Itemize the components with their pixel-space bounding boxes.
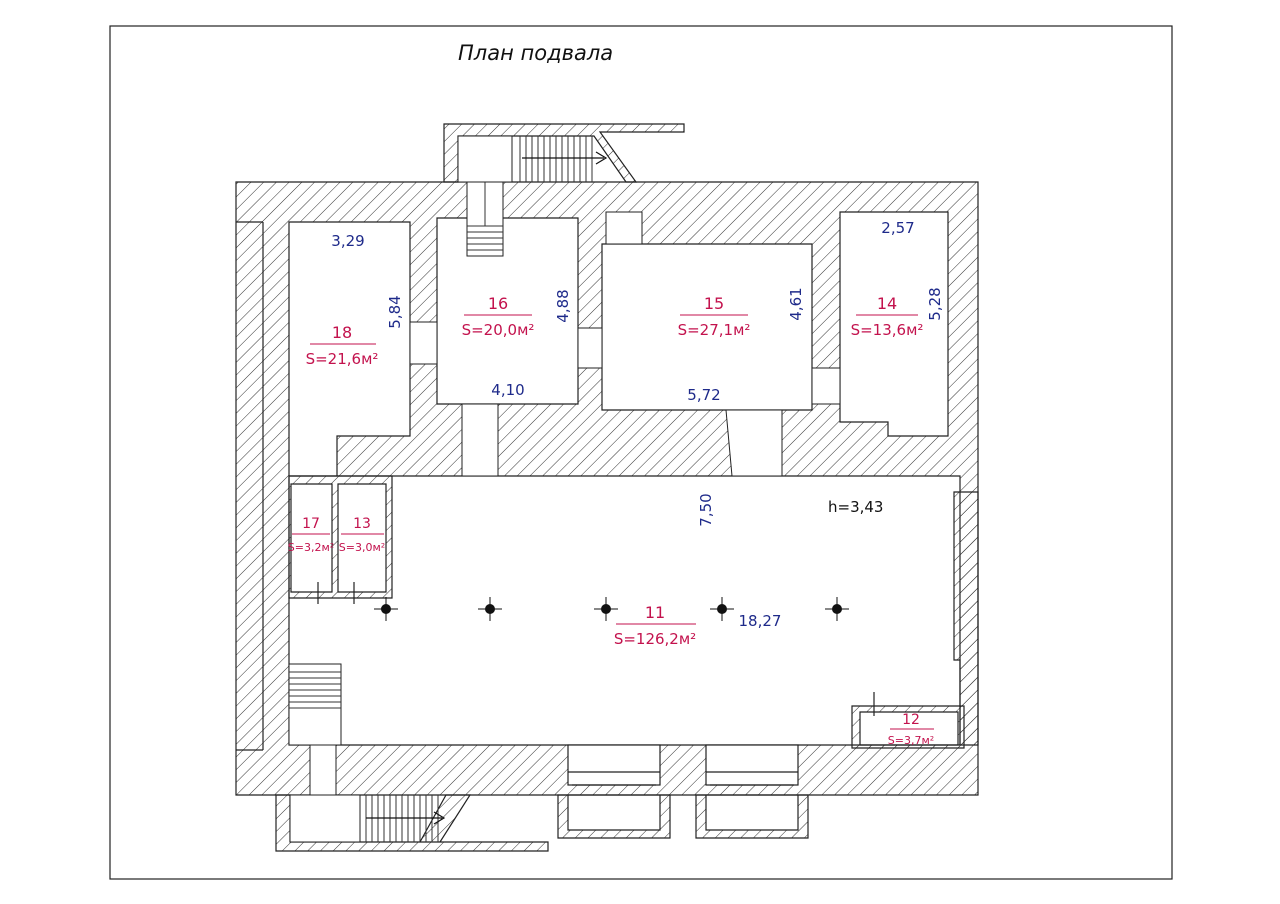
column: [825, 597, 849, 621]
room-17-door-marks: [317, 582, 355, 604]
room-label-15: 15 S=27,1м²: [678, 294, 751, 339]
column: [478, 597, 502, 621]
room-area: S=3,7м²: [888, 734, 934, 747]
room-label-17: 17 S=3,2м²: [288, 516, 334, 554]
inner-stair-bottom-left: [288, 663, 342, 746]
room-label-14: 14 S=13,6м²: [851, 294, 924, 339]
room-number: 17: [302, 516, 320, 532]
room-area: S=21,6м²: [306, 350, 379, 368]
bottom-entrance-landing: [289, 794, 361, 843]
top-entrance-arrow: [522, 151, 608, 165]
window-pit-right: [695, 744, 809, 839]
column: [374, 597, 398, 621]
corridor-16: [461, 403, 499, 477]
dimension-r15-length: 4,61: [787, 287, 805, 320]
room-area: S=20,0м²: [462, 321, 535, 339]
niche-15: [605, 211, 643, 245]
dimension-r14-width: 2,57: [881, 219, 914, 237]
stair-16-steps: [467, 182, 503, 251]
room-number: 16: [488, 294, 508, 313]
dimension-r15-width: 5,72: [687, 386, 720, 404]
room-number: 11: [645, 603, 665, 622]
room-number: 12: [902, 712, 920, 728]
corridor-15: [725, 409, 783, 477]
doorway-16-15: [577, 327, 603, 369]
room-label-13: 13 S=3,0м²: [339, 516, 385, 554]
bottom-entrance-passage: [309, 744, 337, 796]
dimension-r16-width: 4,10: [491, 381, 524, 399]
dimension-r18-length: 5,84: [386, 295, 404, 328]
room-area: S=27,1м²: [678, 321, 751, 339]
column: [594, 597, 618, 621]
room-number: 14: [877, 294, 897, 313]
room-area: S=13,6м²: [851, 321, 924, 339]
room-number: 15: [704, 294, 724, 313]
small-rooms-walls: [288, 475, 393, 599]
drawing-frame: [109, 25, 1173, 880]
room-number: 18: [332, 323, 352, 342]
room-label-18: 18 S=21,6м²: [306, 323, 379, 368]
doorway-15-14: [811, 367, 841, 405]
room-number: 13: [353, 516, 371, 532]
dimension-r14-length: 5,28: [926, 287, 944, 320]
top-entrance-stair: [519, 136, 593, 182]
dimension-r18-width: 3,29: [331, 232, 364, 250]
column: [710, 597, 734, 621]
top-entrance-landing: [457, 135, 513, 183]
room-area: S=126,2м²: [614, 630, 696, 648]
room-label-16: 16 S=20,0м²: [462, 294, 535, 339]
room-label-11: 11 S=126,2м²: [614, 603, 696, 648]
dimension-r16-length: 4,88: [554, 289, 572, 322]
walls: [235, 181, 979, 796]
columns: [374, 597, 849, 621]
bottom-entrance-arrow: [366, 811, 446, 825]
top-entrance-walls: [443, 123, 685, 183]
dimension-r11-length: 18,27: [739, 612, 782, 630]
doorway-18-16: [409, 321, 438, 365]
room-area: S=3,0м²: [339, 541, 385, 554]
room-area: S=3,2м²: [288, 541, 334, 554]
drawing-title: План подвала: [458, 41, 613, 65]
window-pit-left: [557, 744, 671, 839]
room-label-12: 12 S=3,7м²: [888, 712, 934, 747]
room-12-walls: [851, 705, 965, 749]
ceiling-height-label: h=3,43: [828, 498, 883, 516]
dimension-r11-depth: 7,50: [697, 493, 715, 526]
